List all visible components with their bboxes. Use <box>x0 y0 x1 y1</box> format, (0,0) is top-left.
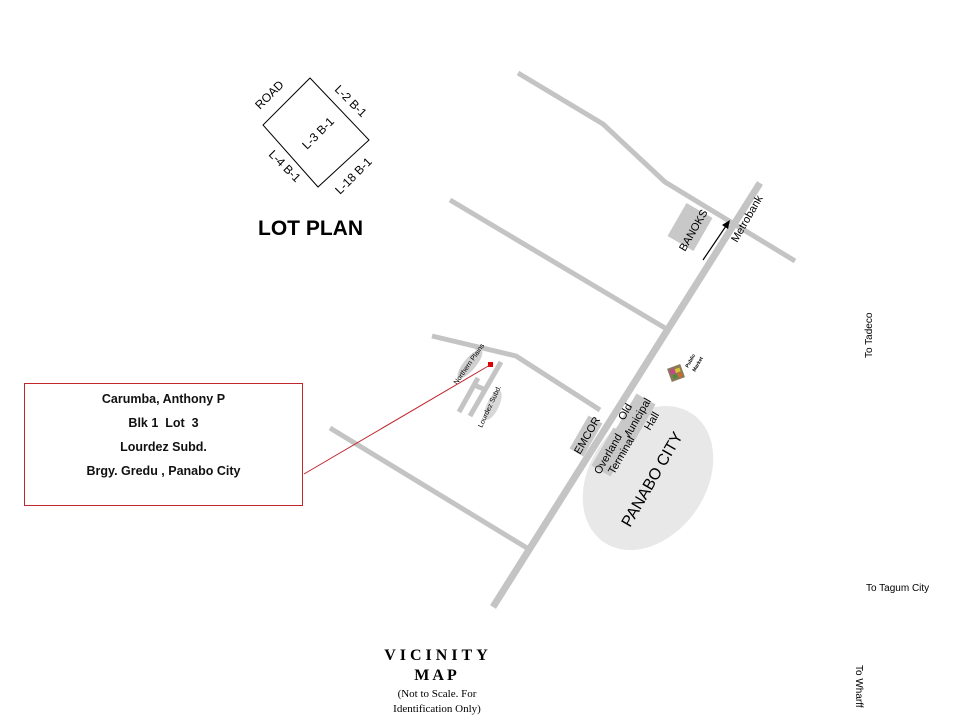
public-market-icon <box>667 364 685 382</box>
scale-note-2: Identification Only) <box>393 703 481 715</box>
lot-parcel <box>262 77 370 188</box>
northern-plains-marker <box>457 349 483 379</box>
to-wharf-label: To Wharff <box>853 665 864 708</box>
lourdez-subd-marker <box>484 390 502 420</box>
direction-arrow <box>702 225 727 261</box>
lot-label-l2: L-2 B-1 <box>332 82 370 120</box>
property-marker <box>488 362 493 367</box>
to-tadeco-label: To Tadeco <box>864 312 875 358</box>
arrow-head-icon <box>722 220 730 229</box>
owner-info-box: Carumba, Anthony P Blk 1 Lot 3 Lourdez S… <box>24 383 303 506</box>
scale-note-1: (Not to Scale. For <box>398 688 477 700</box>
road-middle <box>448 197 667 331</box>
northern-plains-label: Northern Plains <box>453 342 487 386</box>
lot-label-l4: L-4 B-1 <box>266 147 304 185</box>
roads <box>328 70 797 609</box>
lot-plan: ROAD L-2 B-1 L-3 B-1 L-4 B-1 L-18 B-1 LO… <box>252 77 375 240</box>
lot-plan-title: LOT PLAN <box>258 217 363 240</box>
road-north-curved <box>516 70 797 264</box>
lot-label-l18: L-18 B-1 <box>332 154 375 197</box>
lourdez-subd-label: Lourdez Subd. <box>477 385 503 429</box>
old-municipal-hall-block <box>614 393 656 443</box>
subd-connector <box>473 382 487 393</box>
road-northern-plains <box>431 333 602 413</box>
owner-address: Brgy. Gredu , Panabo City <box>86 464 241 478</box>
vicinity-title: VICINITY <box>384 647 492 664</box>
emcor-block <box>569 415 603 457</box>
leader-line <box>303 364 491 475</box>
to-tagum-label: To Tagum City <box>866 583 929 594</box>
national-highway <box>490 181 763 609</box>
owner-subdivision: Lourdez Subd. <box>120 440 207 454</box>
banoks-block <box>667 203 713 251</box>
owner-name: Carumba, Anthony P <box>101 392 226 406</box>
road-south <box>328 425 529 551</box>
map-title: MAP <box>414 667 459 684</box>
lot-label-center: L-3 B-1 <box>299 114 337 152</box>
owner-block-lot: Blk 1 Lot 3 <box>128 416 199 430</box>
overland-terminal-block <box>591 427 633 477</box>
